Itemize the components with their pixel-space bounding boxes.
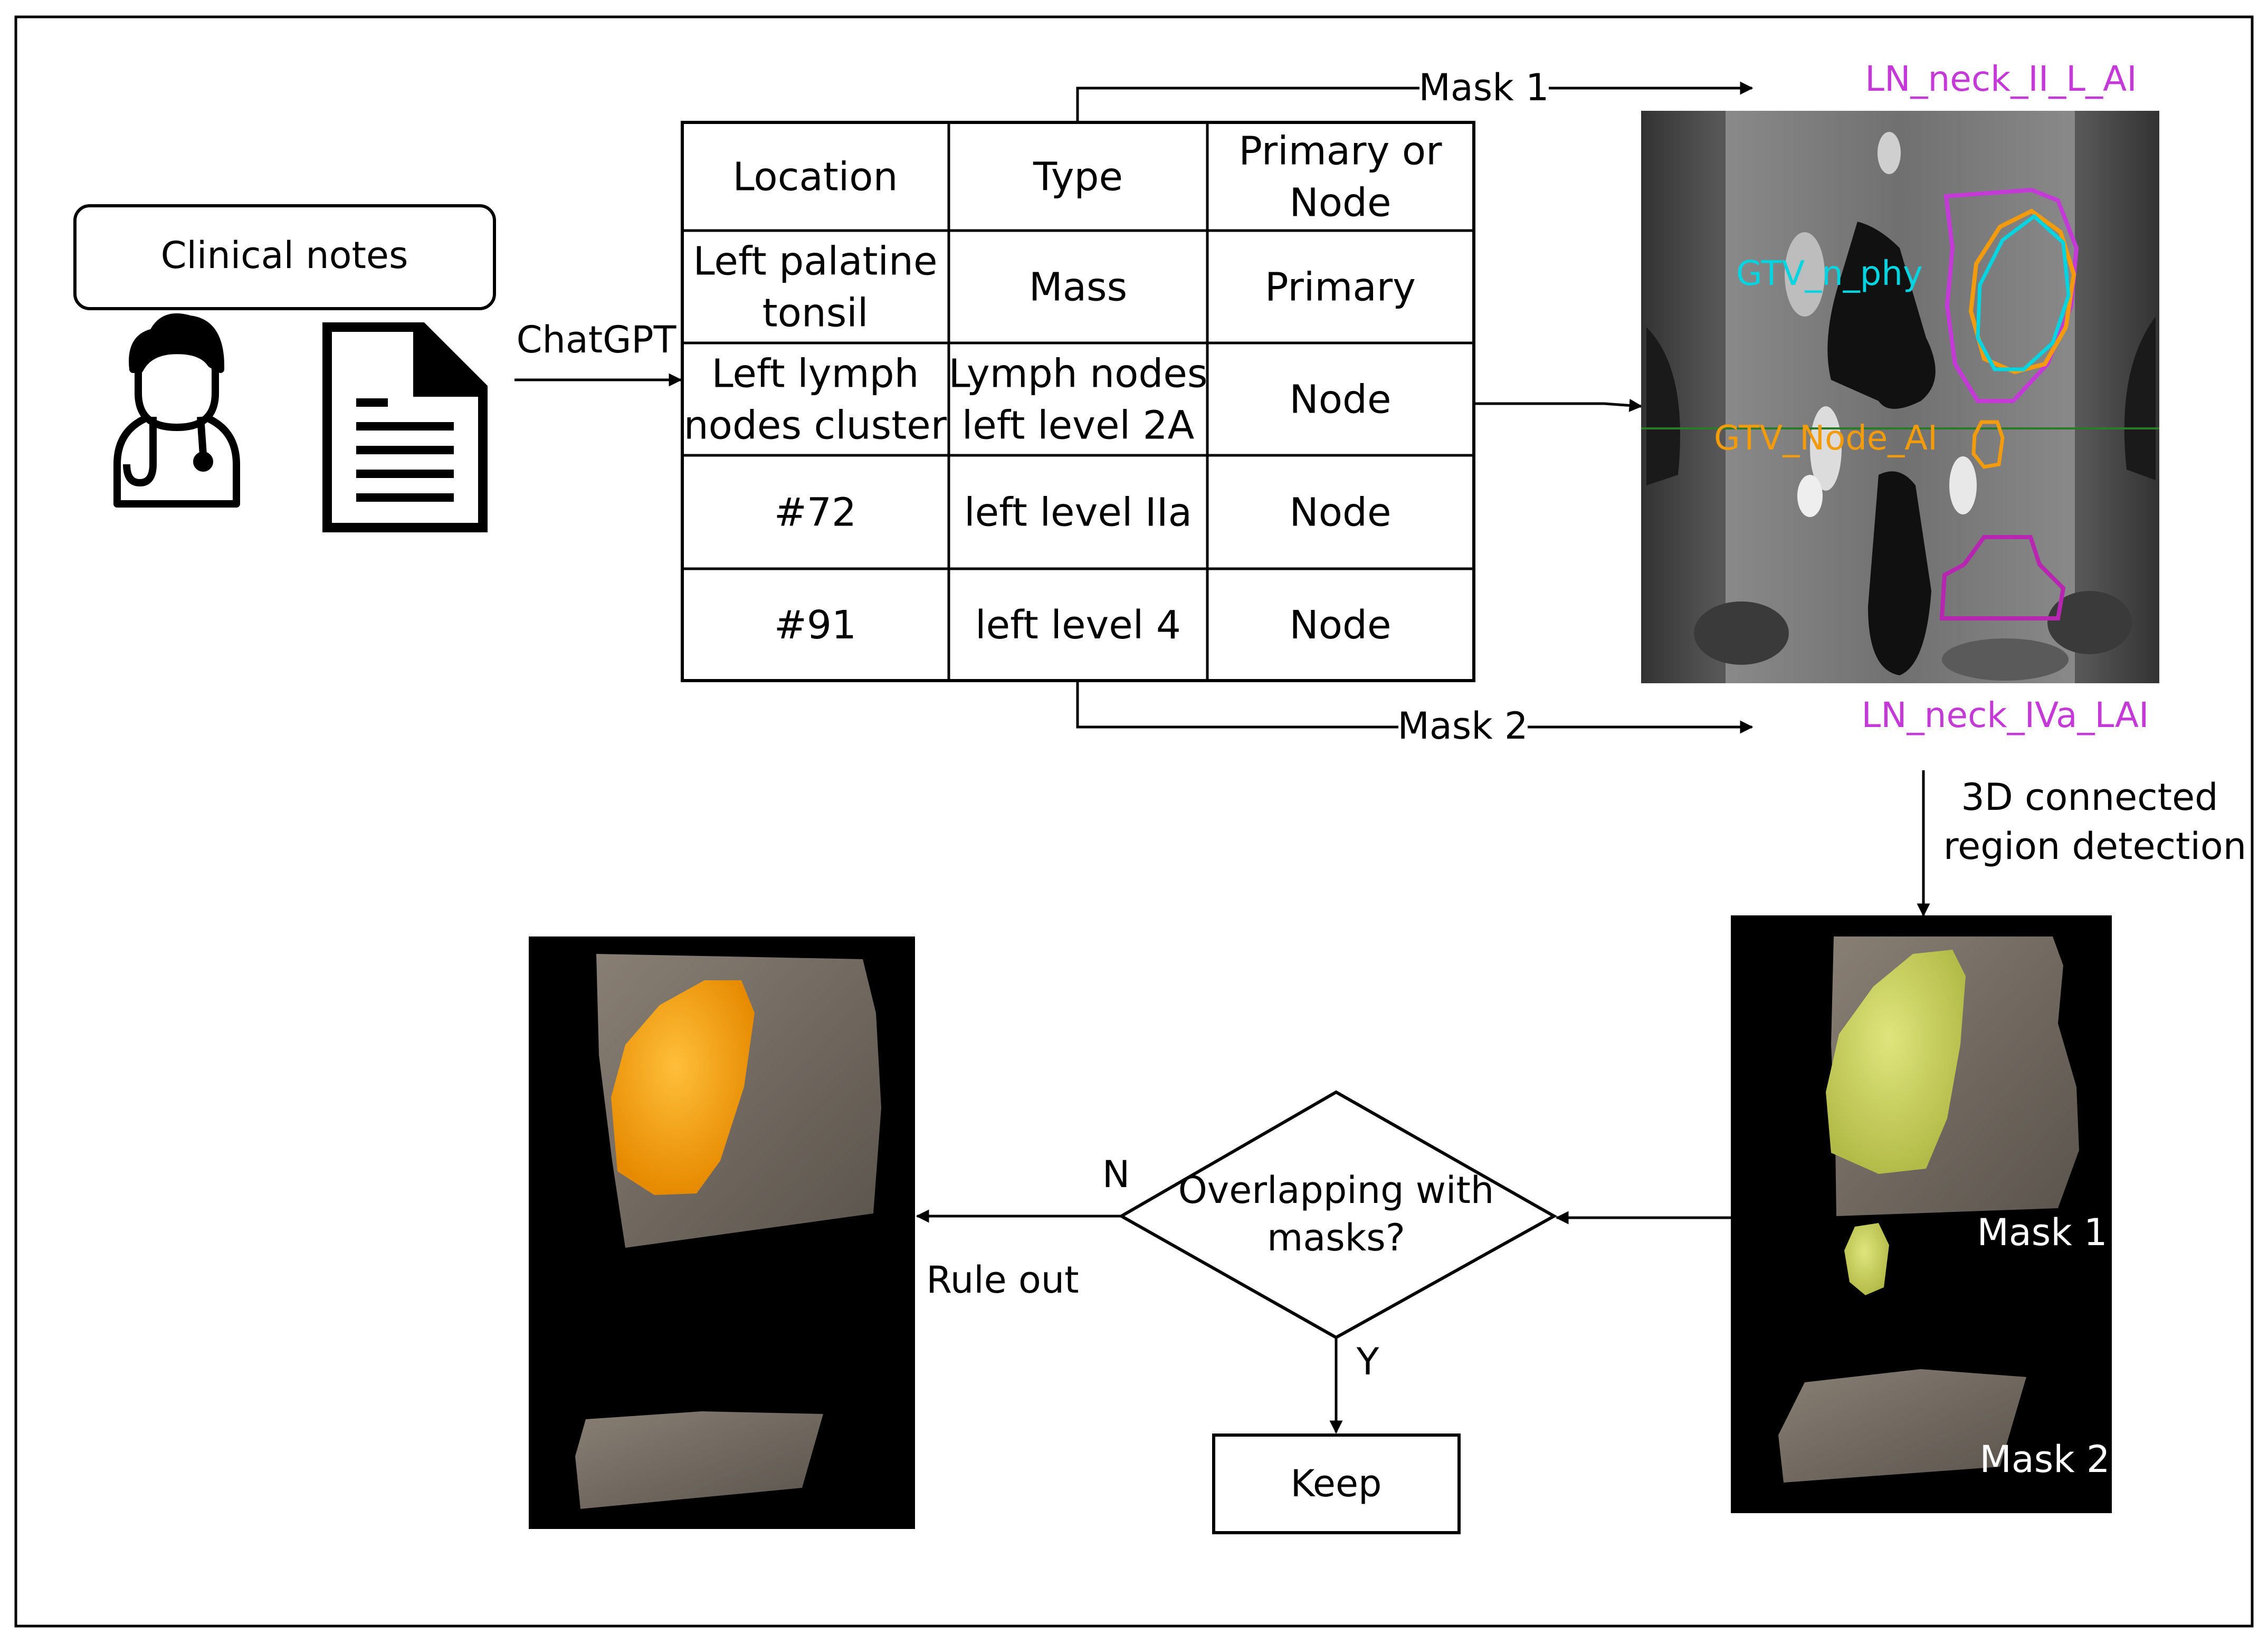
ct-top-label: LN_neck_II_L_AI — [1865, 59, 2137, 99]
table-header-cell: Primary or — [1238, 129, 1442, 174]
yes-label: Y — [1356, 1340, 1379, 1383]
doctor-icon — [113, 313, 240, 508]
table-cell: #91 — [774, 603, 856, 648]
ct-bottom-label: LN_neck_IVa_LAI — [1862, 695, 2149, 735]
no-label: N — [1102, 1153, 1130, 1196]
decision-label-1: Overlapping with — [1178, 1169, 1494, 1212]
table-cell: Left palatine — [693, 239, 938, 284]
rule-out-label: Rule out — [926, 1258, 1079, 1302]
table-header-cell: Node — [1289, 180, 1391, 226]
mask2-arrow-label: Mask 2 — [1397, 704, 1528, 748]
outer-frame — [14, 15, 2254, 1628]
clinical-notes-box: Clinical notes — [73, 204, 496, 310]
table-cell: Node — [1289, 490, 1391, 536]
render-ruled-out-panel — [529, 936, 915, 1529]
keep-box: Keep — [1212, 1433, 1461, 1534]
keep-label: Keep — [1291, 1462, 1382, 1505]
table-cell: #72 — [774, 490, 856, 536]
ct-scan-image: GTV_n_phy GTV_Node_AI — [1641, 111, 2159, 683]
table-cell: left level 4 — [975, 603, 1181, 648]
clinical-notes-label: Clinical notes — [161, 234, 408, 277]
mask1-arrow-label: Mask 1 — [1418, 66, 1549, 109]
table-cell: Primary — [1265, 265, 1416, 310]
table-cell: Node — [1289, 377, 1391, 423]
overlap-decision: Overlapping with masks? — [1118, 1090, 1558, 1340]
table-cell: Mass — [1029, 265, 1127, 310]
table-cell: tonsil — [763, 291, 869, 336]
table-cell: left level 2A — [962, 403, 1195, 448]
connected-region-label-1: 3D connected — [1961, 776, 2218, 819]
node-to-ct-arrow — [1474, 398, 1643, 412]
document-icon — [322, 322, 488, 532]
table-cell: Lymph nodes — [949, 351, 1208, 397]
table-header-cell: Location — [733, 155, 898, 200]
gtv-n-phy-label: GTV_n_phy — [1736, 254, 1923, 293]
mask1-render-label: Mask 1 — [1977, 1211, 2107, 1254]
connected-region-label-2: region detection — [1943, 825, 2246, 868]
chatgpt-label: ChatGPT — [517, 318, 676, 361]
gtv-node-ai-label: GTV_Node_AI — [1714, 419, 1938, 458]
table-cell: Left lymph — [711, 351, 919, 397]
table-cell: Node — [1289, 603, 1391, 648]
table-cell: left level IIa — [964, 490, 1192, 536]
mask2-render-label: Mask 2 — [1979, 1438, 2110, 1481]
decision-label-2: masks? — [1267, 1216, 1405, 1259]
render-masks-panel: Mask 1 Mask 2 — [1731, 915, 2112, 1513]
table-cell: nodes cluster — [684, 403, 947, 448]
table-header-cell: Type — [1033, 155, 1123, 200]
